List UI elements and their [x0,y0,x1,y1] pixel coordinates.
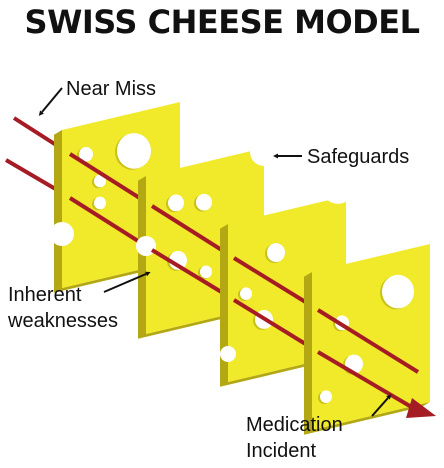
cheese-bite [50,222,74,246]
cheese-bite [136,236,156,256]
cheese-hole [240,287,252,301]
safeguards-label: Safeguards [307,146,410,168]
cheese-slice [304,214,444,435]
inherent-label: Inherent [8,284,82,306]
cheese-hole [382,274,414,309]
cheese-bite [416,214,444,242]
cheese-bite [220,346,236,362]
cheese-hole [267,243,285,263]
near-miss-trajectory-segment [232,256,314,308]
incident-arrowhead [406,398,436,418]
cheese-hole [200,265,212,279]
near-miss-trajectory-segment [68,152,148,204]
incident-trajectory-segment [232,298,314,350]
cheese-bite [250,138,278,166]
incident-label: Incident [246,440,317,462]
cheese-slices [50,102,444,435]
cheese-hole [117,133,151,169]
incident-arrowheads [406,398,436,418]
near-miss-pointer [38,87,63,116]
cheese-hole [94,196,106,210]
weaknesses-label: weaknesses [8,310,119,332]
cheese-bite [322,171,354,204]
incident-trajectory-segment [316,350,422,414]
diagram-title: SWISS CHEESE MODEL [24,3,420,41]
cheese-hole [168,194,184,212]
cheese-hole [196,193,212,211]
incident-trajectory-segment [150,248,230,298]
medication-label: Medication [246,414,343,436]
cheese-hole [79,146,93,162]
weaknesses-pointer [103,271,151,293]
near-miss-label: Near Miss [66,78,157,100]
near-miss-trajectory-segment [150,204,230,256]
incident-trajectory-segment [68,196,148,248]
near-miss-trajectory-segment [316,308,420,374]
cheese-hole [94,174,106,188]
cheese-hole [320,390,332,403]
callout-pointers [38,87,392,417]
incident-pointer [371,394,392,417]
